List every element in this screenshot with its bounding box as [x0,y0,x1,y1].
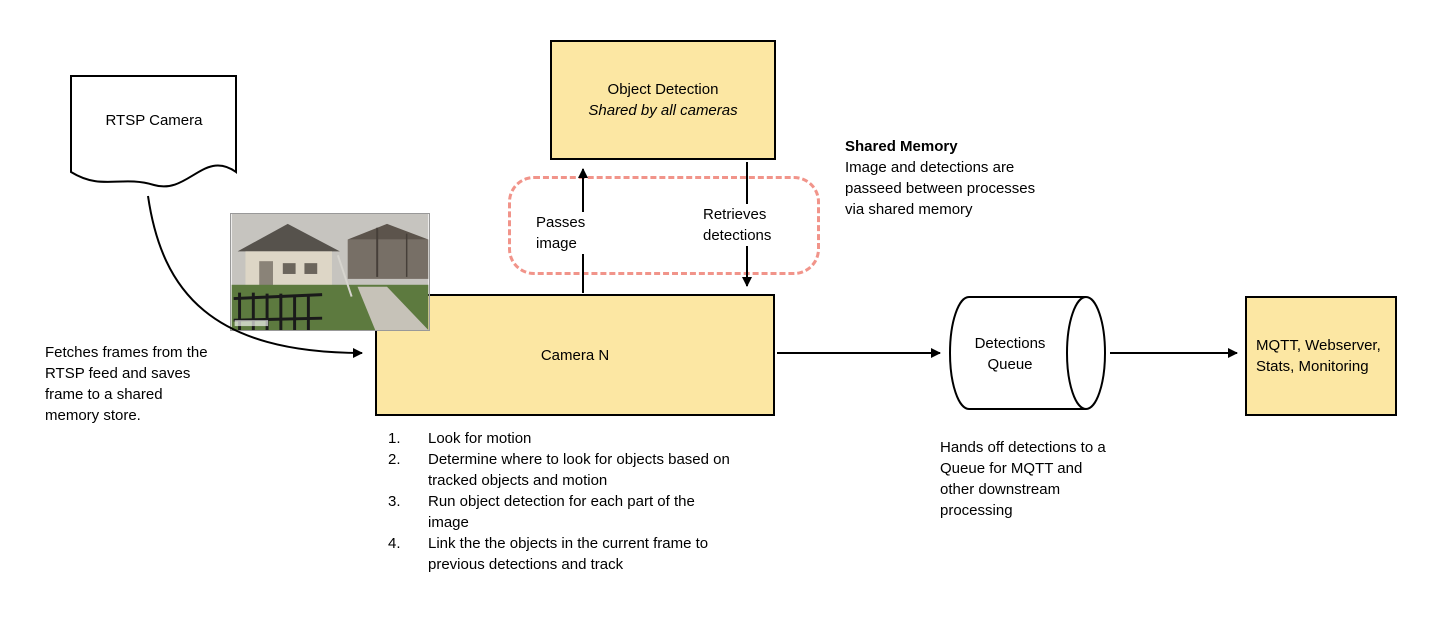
fetch-frames-note: Fetches frames from the RTSP feed and sa… [45,344,208,424]
object-detection-node: Object Detection Shared by all cameras [550,40,776,160]
rtsp-camera-shape [70,75,237,188]
list-item: 4. Link the the objects in the current f… [378,533,758,575]
step-number: 4. [388,535,401,552]
mqtt-label: MQTT, Webserver, Stats, Monitoring [1256,337,1381,375]
list-item: 2. Determine where to look for objects b… [378,449,758,491]
object-detection-subtitle: Shared by all cameras [588,102,738,119]
object-detection-title: Object Detection [607,81,719,98]
shared-memory-note-title: Shared Memory [845,138,958,155]
list-item: 3. Run object detection for each part of… [378,491,758,533]
list-item: 1. Look for motion [378,428,758,449]
rtsp-camera-label: RTSP Camera [105,112,203,129]
passes-image-label: Passes image [534,212,588,254]
camera-n-node: Camera N [375,294,775,416]
shared-memory-region [508,176,820,275]
camera-snapshot-image [230,213,430,331]
step-text: Determine where to look for objects base… [428,451,730,489]
camera-n-label: Camera N [540,346,610,364]
retrieves-detections-label: Retrieves detections [701,204,774,246]
step-number: 2. [388,451,401,468]
step-text: Run object detection for each part of th… [428,493,695,531]
shared-memory-note: Shared Memory Image and detections are p… [845,136,1053,220]
detections-queue-shape [949,296,1106,410]
mqtt-node: MQTT, Webserver, Stats, Monitoring [1245,296,1397,416]
camera-steps-list: 1. Look for motion 2. Determine where to… [378,428,758,575]
shared-memory-note-body: Image and detections are passeed between… [845,159,1036,218]
step-number: 1. [388,430,401,447]
step-text: Link the the objects in the current fram… [428,535,709,573]
step-text: Look for motion [428,430,532,447]
detections-queue-label: Detections Queue [974,335,1046,373]
step-number: 3. [388,493,401,510]
queue-handoff-note: Hands off detections to a Queue for MQTT… [940,439,1106,519]
